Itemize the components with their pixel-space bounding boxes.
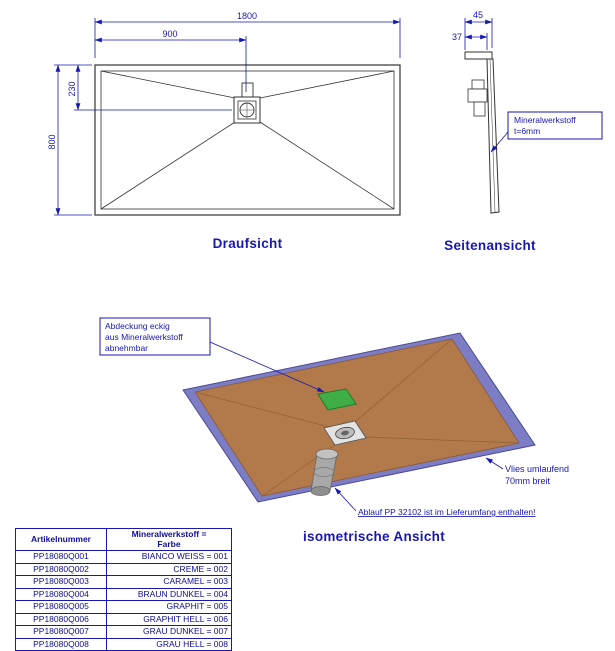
drain-callout-text: Ablauf PP 32102 ist im Lieferumfang enth… — [358, 507, 536, 517]
color-code: GRAPHIT HELL = 006 — [106, 612, 232, 626]
color-code: BRAUN DUNKEL = 004 — [106, 587, 232, 601]
color-code: GRAU DUNKEL = 007 — [106, 625, 232, 639]
material-note-line2: t=6mm — [514, 126, 540, 136]
fleece-callout-line2: 70mm breit — [505, 476, 551, 486]
top-view-title: Draufsicht — [212, 236, 283, 251]
table-header-row: Artikelnummer Mineralwerkstoff = Farbe — [15, 528, 232, 551]
article-number: PP18080Q008 — [15, 637, 107, 651]
color-code: GRAPHIT = 005 — [106, 600, 232, 614]
dimensions-top — [54, 18, 401, 216]
color-code: GRAU HELL = 008 — [106, 637, 232, 651]
dim-37-text: 37 — [452, 32, 462, 42]
article-number: PP18080Q006 — [15, 612, 107, 626]
table-row: PP18080Q004 BRAUN DUNKEL = 004 — [15, 587, 232, 601]
table-row: PP18080Q008 GRAU HELL = 008 — [15, 637, 232, 651]
side-view-drawing: 45 37 Mineralwerkstoff t=6mm — [452, 10, 603, 214]
drain-opening — [323, 420, 367, 446]
article-table: Artikelnummer Mineralwerkstoff = Farbe P… — [15, 528, 232, 651]
dim-900-text: 900 — [162, 29, 177, 39]
drain-pipe — [310, 448, 339, 496]
table-row: PP18080Q006 GRAPHIT HELL = 006 — [15, 612, 232, 626]
article-number: PP18080Q003 — [15, 575, 107, 589]
material-note-line1: Mineralwerkstoff — [514, 115, 576, 125]
cover-callout-line1: Abdeckung eckig — [105, 321, 170, 331]
header-artikelnummer: Artikelnummer — [15, 528, 107, 551]
color-code: BIANCO WEISS = 001 — [106, 550, 232, 564]
tray-outline-side — [464, 51, 500, 214]
color-code: CARAMEL = 003 — [106, 575, 232, 589]
cover-callout: Abdeckung eckig aus Mineralwerkstoff abn… — [99, 317, 325, 393]
dim-1800-text: 1800 — [237, 11, 257, 21]
drain-symbol-top — [233, 82, 261, 124]
article-number: PP18080Q004 — [15, 587, 107, 601]
header-mineralwerkstoff-farbe: Mineralwerkstoff = Farbe — [106, 528, 232, 551]
article-number: PP18080Q005 — [15, 600, 107, 614]
fleece-callout: Vlies umlaufend 70mm breit — [485, 457, 569, 486]
fleece-callout-line1: Vlies umlaufend — [505, 464, 569, 474]
cover-plate — [317, 388, 357, 411]
top-view-drawing: 1800 900 230 800 — [47, 11, 401, 216]
material-note-box: Mineralwerkstoff t=6mm — [507, 111, 603, 140]
isometric-view-drawing: Abdeckung eckig aus Mineralwerkstoff abn… — [99, 317, 569, 517]
article-number: PP18080Q001 — [15, 550, 107, 564]
dim-230-text: 230 — [67, 81, 77, 96]
dim-800-text: 800 — [47, 134, 57, 149]
article-number: PP18080Q007 — [15, 625, 107, 639]
cover-callout-line3: abnehmbar — [105, 343, 148, 353]
cover-callout-line2: aus Mineralwerkstoff — [105, 332, 183, 342]
isometric-view-title: isometrische Ansicht — [302, 529, 446, 544]
side-view-title: Seitenansicht — [444, 238, 536, 253]
drain-fitting-side — [467, 79, 488, 117]
dim-45-text: 45 — [473, 10, 483, 20]
tray-outline-top — [94, 64, 401, 216]
article-number: PP18080Q002 — [15, 562, 107, 576]
table-row: PP18080Q007 GRAU DUNKEL = 007 — [15, 625, 232, 639]
drain-callout: Ablauf PP 32102 ist im Lieferumfang enth… — [334, 487, 536, 517]
tray-slope-lines — [194, 338, 520, 497]
color-code: CREME = 002 — [106, 562, 232, 576]
table-row: PP18080Q005 GRAPHIT = 005 — [15, 600, 232, 614]
table-row: PP18080Q002 CREME = 002 — [15, 562, 232, 576]
dimensions-side — [464, 18, 509, 153]
table-row: PP18080Q001 BIANCO WEISS = 001 — [15, 550, 232, 564]
table-row: PP18080Q003 CARAMEL = 003 — [15, 575, 232, 589]
